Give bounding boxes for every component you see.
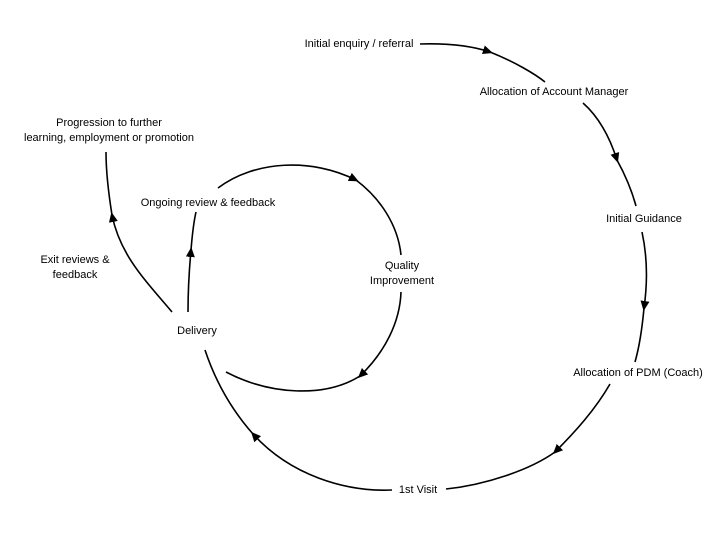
connector-progression-continuation: [105, 151, 113, 216]
connector-first-visit-to-delivery: [250, 431, 393, 491]
connector-ongoing-review-to-quality: [217, 164, 359, 189]
stage-first-visit: 1st Visit: [382, 483, 454, 498]
stage-delivery: Delivery: [160, 324, 234, 339]
stage-exit-reviews-label-line1: Exit reviews &: [40, 254, 110, 266]
connector-enquiry-to-account-manager: [419, 43, 493, 55]
connector-pdm-to-first-visit: [552, 383, 611, 455]
connector-delivery-continuation: [204, 349, 254, 435]
stage-quality-improvement-label-line2: Improvement: [369, 275, 435, 287]
connector-guidance-continuation: [616, 159, 637, 207]
stage-ongoing-review: Ongoing review & feedback: [130, 196, 286, 211]
stage-account-manager: Allocation of Account Manager: [464, 85, 644, 100]
stage-allocation-pdm: Allocation of PDM (Coach): [559, 366, 717, 381]
stage-initial-enquiry: Initial enquiry / referral: [290, 37, 428, 52]
connector-quality-to-delivery: [357, 291, 402, 379]
stage-progression: Progression to further learning, employm…: [6, 116, 212, 146]
connector-account-manager-continuation: [489, 51, 546, 83]
connector-first-visit-continuation: [445, 451, 556, 490]
connector-account-manager-to-guidance: [582, 102, 620, 163]
connector-guidance-to-pdm: [640, 231, 650, 311]
connector-inner-loop-return: [225, 371, 361, 392]
connector-ongoing-review-continuation: [190, 211, 197, 251]
stage-quality-improvement-label-line1: Quality: [384, 260, 420, 272]
stage-progression-label-line2: learning, employment or promotion: [24, 132, 194, 144]
connector-delivery-to-ongoing-review: [185, 247, 195, 313]
stage-progression-label-line1: Progression to further: [56, 117, 162, 129]
stage-exit-reviews: Exit reviews & feedback: [24, 253, 126, 283]
stage-exit-reviews-label-line2: feedback: [52, 269, 98, 281]
stage-account-manager-label: Allocation of Account Manager: [479, 86, 629, 98]
stage-initial-guidance-label: Initial Guidance: [606, 213, 682, 225]
connector-quality-continuation: [355, 179, 402, 256]
stage-delivery-label: Delivery: [177, 325, 217, 337]
stage-ongoing-review-label: Ongoing review & feedback: [140, 197, 276, 209]
stage-initial-guidance: Initial Guidance: [592, 212, 696, 227]
stage-initial-enquiry-label: Initial enquiry / referral: [304, 38, 414, 50]
stage-first-visit-label: 1st Visit: [398, 484, 438, 496]
connector-pdm-continuation: [634, 307, 645, 363]
stage-allocation-pdm-label: Allocation of PDM (Coach): [573, 367, 703, 379]
connector-delivery-to-progression: [108, 212, 173, 313]
stage-quality-improvement: Quality Improvement: [352, 259, 452, 289]
